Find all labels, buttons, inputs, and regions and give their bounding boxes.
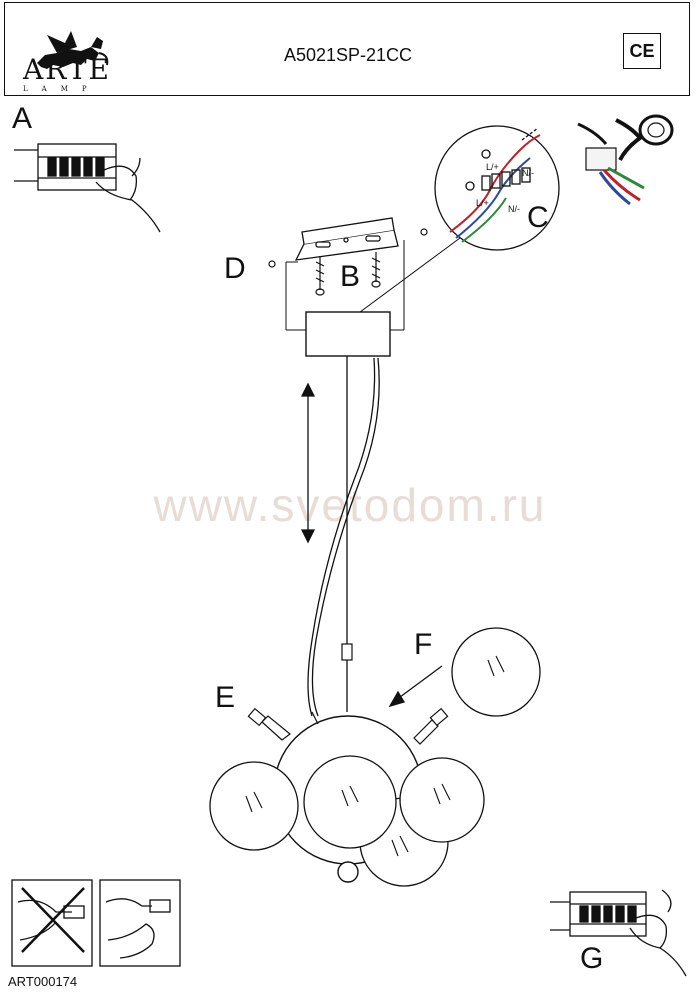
terminal-block-icon: [577, 114, 674, 206]
mounting-bracket: [294, 217, 399, 261]
label-a: A: [12, 102, 33, 135]
label-g: G: [580, 942, 604, 975]
neutral-terminal-label-upper: N/-: [522, 168, 534, 178]
screw-icon: [268, 228, 428, 296]
live-terminal-label: L/+: [476, 198, 489, 208]
brand-name: ARTE: [23, 53, 111, 86]
brand-subtitle: LAMP: [23, 85, 101, 93]
insert-globe-arrow-icon: [388, 665, 443, 708]
height-adjust-arrow-icon: [300, 382, 316, 544]
breaker-switch-off-icon: [14, 143, 161, 233]
griffin-logo-icon: [37, 31, 109, 69]
lamp-socket-arms: [247, 707, 449, 745]
gloved-hand-bulb-icon: [99, 879, 181, 967]
power-cord: [311, 357, 380, 717]
live-terminal-label-upper: L/+: [486, 162, 499, 172]
model-number: A5021SP-21CC: [283, 45, 413, 65]
label-f: F: [414, 628, 433, 661]
neutral-terminal-label: N/-: [508, 204, 520, 214]
watermark-text: www.svetodom.ru: [153, 479, 547, 531]
wiring-detail-circle: [434, 125, 560, 251]
article-code: ART000174: [8, 974, 78, 989]
glass-globe-icon: [209, 627, 541, 887]
no-bare-hands-bulb-icon: [11, 879, 93, 967]
ce-mark: CE: [623, 33, 661, 69]
breaker-switch-on-icon: [550, 889, 687, 977]
document-header: ARTE LAMP A5021SP-21CC CE: [4, 2, 690, 96]
ceiling-canopy: [305, 311, 391, 357]
label-e: E: [215, 681, 236, 714]
globe-highlight-marks: [245, 655, 505, 857]
label-c: C: [527, 201, 549, 234]
label-d: D: [224, 252, 246, 285]
label-b: B: [340, 260, 361, 293]
